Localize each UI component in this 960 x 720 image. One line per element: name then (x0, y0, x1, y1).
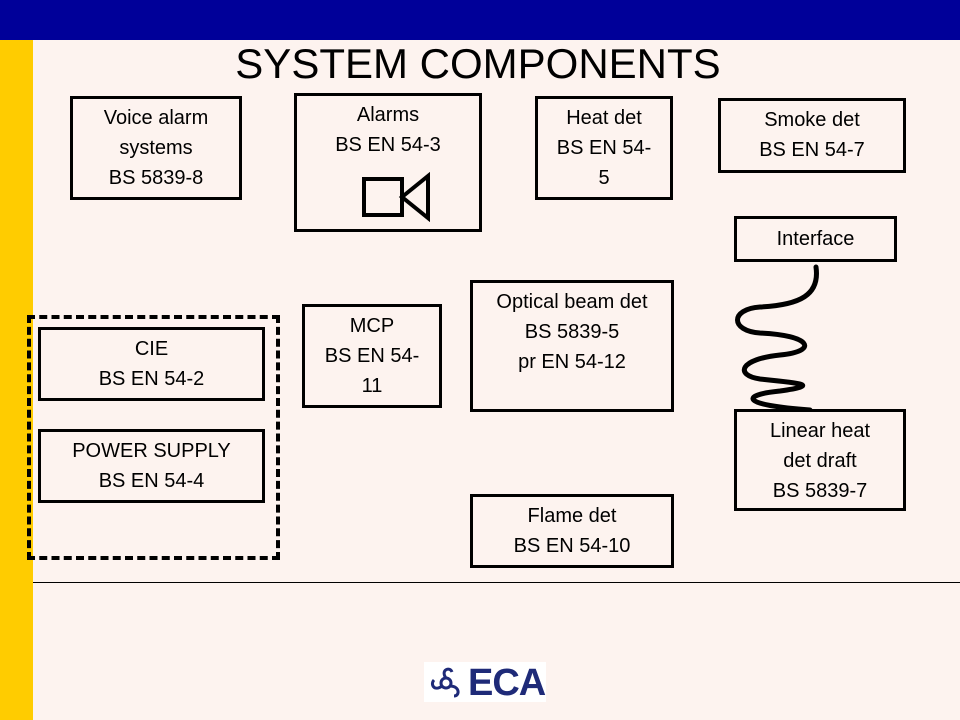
top-bar (0, 0, 960, 40)
linear-heat-box: Linear heat det draft BS 5839-7 (734, 409, 906, 511)
mcp-line-3: 11 (361, 375, 383, 397)
mcp-line-1: MCP (349, 315, 395, 337)
eca-logo-text: ECA (468, 662, 546, 704)
heat-det-line-3: 5 (598, 167, 610, 189)
heat-det-box: Heat det BS EN 54- 5 (535, 96, 673, 200)
mcp-box: MCP BS EN 54- 11 (302, 304, 442, 408)
mcp-line-2: BS EN 54- (324, 345, 420, 367)
smoke-det-box: Smoke det BS EN 54-7 (718, 98, 906, 173)
cie-line-1: CIE (134, 338, 169, 360)
interface-line-1: Interface (776, 228, 855, 250)
optical-beam-box: Optical beam det BS 5839-5 pr EN 54-12 (470, 280, 674, 412)
alarms-line-2: BS EN 54-3 (335, 134, 441, 156)
smoke-det-line-1: Smoke det (764, 109, 860, 131)
optical-beam-line-1: Optical beam det (496, 291, 648, 313)
eca-logo-mark-icon (430, 667, 460, 698)
cie-box: CIE BS EN 54-2 (38, 327, 265, 401)
cie-line-2: BS EN 54-2 (98, 368, 205, 390)
heat-det-line-1: Heat det (566, 107, 642, 129)
footer-divider (33, 582, 960, 583)
flame-det-box: Flame det BS EN 54-10 (470, 494, 674, 568)
linear-heat-line-1: Linear heat (769, 420, 871, 442)
flame-det-line-1: Flame det (527, 505, 617, 527)
linear-heat-cable-icon (735, 264, 819, 413)
voice-alarm-line-2: systems (119, 137, 193, 159)
speaker-icon (362, 172, 430, 222)
power-supply-line-1: POWER SUPPLY (72, 440, 231, 462)
power-supply-line-2: BS EN 54-4 (98, 470, 205, 492)
smoke-det-line-2: BS EN 54-7 (759, 139, 865, 161)
power-supply-box: POWER SUPPLY BS EN 54-4 (38, 429, 265, 503)
heat-det-line-2: BS EN 54- (556, 137, 652, 159)
voice-alarm-line-1: Voice alarm (103, 107, 209, 129)
voice-alarm-box: Voice alarm systems BS 5839-8 (70, 96, 242, 200)
optical-beam-line-2: BS 5839-5 (524, 321, 620, 343)
alarms-line-1: Alarms (356, 104, 420, 126)
cie-power-group-outline (27, 315, 280, 560)
flame-det-line-2: BS EN 54-10 (513, 535, 631, 557)
alarms-box: Alarms BS EN 54-3 (294, 93, 482, 232)
linear-heat-line-3: BS 5839-7 (772, 480, 868, 502)
slide-title: SYSTEM COMPONENTS (235, 40, 721, 87)
linear-heat-line-2: det draft (783, 450, 857, 472)
interface-box: Interface (734, 216, 897, 262)
optical-beam-line-3: pr EN 54-12 (518, 351, 626, 373)
eca-logo: ECA (424, 662, 546, 704)
voice-alarm-line-3: BS 5839-8 (108, 167, 204, 189)
